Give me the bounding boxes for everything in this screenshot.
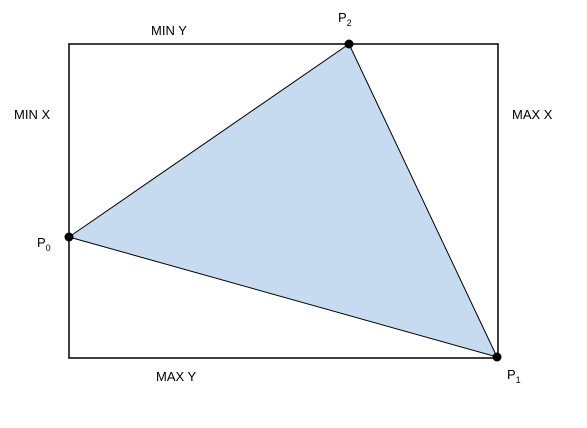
point-label-p2-subscript: 2 — [347, 18, 352, 28]
label-max-x: MAX X — [512, 107, 553, 122]
label-min-y: MIN Y — [151, 23, 187, 38]
point-label-p2-name: P — [338, 10, 347, 25]
point-label-p1-subscript: 1 — [516, 375, 521, 385]
point-label-p0-subscript: 0 — [46, 243, 51, 253]
point-label-p2: P2 — [338, 10, 352, 28]
label-min-x: MIN X — [14, 107, 50, 122]
point-label-p1-name: P — [507, 367, 516, 382]
vertex-p1 — [492, 352, 502, 362]
vertex-p0 — [64, 232, 74, 242]
triangle — [67, 43, 498, 358]
label-max-y: MAX Y — [156, 369, 197, 384]
bounding-box — [68, 43, 499, 359]
vertex-p2 — [344, 39, 354, 49]
point-label-p1: P1 — [507, 367, 521, 385]
point-label-p0-name: P — [37, 235, 46, 250]
point-label-p0: P0 — [37, 235, 51, 253]
